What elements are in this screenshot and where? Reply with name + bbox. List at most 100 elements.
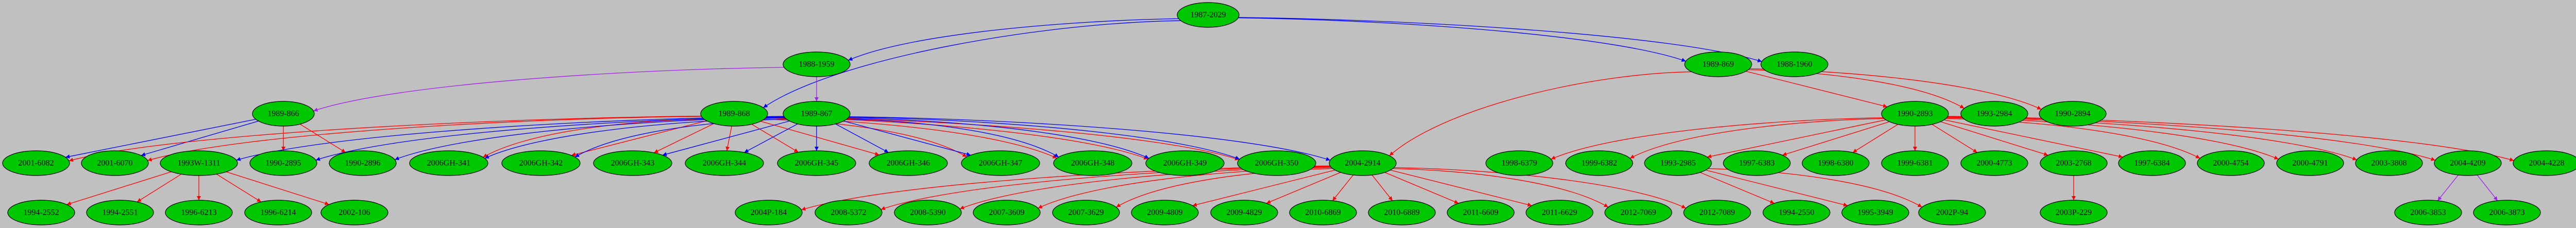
graph-node[interactable]: 2004-4228 <box>2513 150 2576 176</box>
node-ellipse <box>1053 150 1132 176</box>
node-ellipse <box>735 200 803 225</box>
graph-node[interactable]: 1989-867 <box>783 101 851 127</box>
graph-node[interactable]: 1993W-1311 <box>160 150 238 176</box>
edge-1989-868-to-2006GH-346 <box>760 121 879 156</box>
edge-1990-2893-to-2003-2768 <box>1940 121 2048 156</box>
graph-node[interactable]: 1988-1959 <box>783 51 851 77</box>
node-label: 1999-6382 <box>1581 159 1617 168</box>
graph-node[interactable]: 2006GH-342 <box>501 150 581 176</box>
graph-node[interactable]: 2006GH-349 <box>1145 150 1225 176</box>
node-label: 2006GH-345 <box>795 159 838 168</box>
graph-node[interactable]: 1996-6214 <box>244 200 312 225</box>
graph-node[interactable]: 2001-6070 <box>81 150 149 176</box>
graph-node[interactable]: 2006GH-345 <box>777 150 856 176</box>
graph-node[interactable]: 1990-2894 <box>2039 101 2107 127</box>
graph-node[interactable]: 2009-4829 <box>1210 200 1278 225</box>
graph-node[interactable]: 1994-2552 <box>7 200 75 225</box>
graph-node[interactable]: 2006GH-350 <box>1237 150 1316 176</box>
node-ellipse <box>1052 200 1120 225</box>
edge-1990-2893-to-2004-4228 <box>1947 116 2514 162</box>
graph-node[interactable]: 2000-4773 <box>1960 150 2028 176</box>
graph-node[interactable]: 2010-6869 <box>1289 200 1357 225</box>
graph-node[interactable]: 2002-106 <box>320 200 388 225</box>
graph-node[interactable]: 1999-6381 <box>1881 150 1949 176</box>
graph-node[interactable]: 2003P-229 <box>2040 200 2108 225</box>
graph-node[interactable]: 1997-6384 <box>2118 150 2186 176</box>
node-ellipse <box>1210 200 1278 225</box>
graph-node[interactable]: 2008-5390 <box>894 200 962 225</box>
graph-node[interactable]: 1994-2550 <box>1762 200 1831 225</box>
graph-node[interactable]: 1987-2029 <box>1177 2 1240 28</box>
edge-1993W-1311-to-1994-2551 <box>137 173 182 202</box>
graph-node[interactable]: 2008-5372 <box>815 200 883 225</box>
graph-node[interactable]: 2006GH-344 <box>685 150 764 176</box>
graph-node[interactable]: 2006GH-348 <box>1053 150 1132 176</box>
node-ellipse <box>501 150 581 176</box>
edge-1989-868-to-2001-6082 <box>69 115 702 162</box>
graph-node[interactable]: 1990-2896 <box>329 150 397 176</box>
graph-node[interactable]: 1993-2985 <box>1644 150 1712 176</box>
node-ellipse <box>252 101 315 127</box>
graph-node[interactable]: 2003-2768 <box>2040 150 2108 176</box>
graph-node[interactable]: 2012-7089 <box>1683 200 1751 225</box>
graph-node[interactable]: 1998-6380 <box>1802 150 1870 176</box>
node-ellipse <box>593 150 672 176</box>
edge-1989-866-to-2001-6070 <box>141 120 259 156</box>
graph-node[interactable]: 2004-2914 <box>1329 150 1397 176</box>
graph-node[interactable]: 1997-6383 <box>1723 150 1791 176</box>
node-label: 1994-2552 <box>23 208 59 217</box>
edge-1989-868-to-2006GH-342 <box>571 120 707 156</box>
graph-node[interactable]: 1999-6382 <box>1565 150 1633 176</box>
graph-node[interactable]: 2000-4791 <box>2276 150 2344 176</box>
node-ellipse <box>160 150 238 176</box>
graph-node[interactable]: 2006-3873 <box>2473 200 2541 225</box>
graph-node[interactable]: 1988-1960 <box>1760 51 1828 77</box>
graph-node[interactable]: 2006GH-341 <box>409 150 488 176</box>
graph-node[interactable]: 2011-6609 <box>1447 200 1515 225</box>
node-ellipse <box>815 200 883 225</box>
graph-node[interactable]: 2006GH-347 <box>961 150 1040 176</box>
graph-node[interactable]: 2000-4754 <box>2197 150 2265 176</box>
graph-node[interactable]: 2012-7069 <box>1604 200 1672 225</box>
node-ellipse <box>329 150 397 176</box>
edge-1989-867-to-2006GH-346 <box>835 124 889 153</box>
graph-node[interactable]: 2004-4209 <box>2434 150 2502 176</box>
graph-node[interactable]: 2011-6629 <box>1526 200 1594 225</box>
node-label: 2000-4773 <box>1976 159 2012 168</box>
graph-node[interactable]: 1993-2984 <box>1960 101 2028 127</box>
node-label: 2006GH-343 <box>611 159 654 168</box>
graph-node[interactable]: 1990-2893 <box>1881 101 1949 127</box>
node-ellipse <box>7 200 75 225</box>
graph-node[interactable]: 2009-4809 <box>1131 200 1199 225</box>
graph-node[interactable]: 2006-3853 <box>2394 200 2462 225</box>
node-ellipse <box>165 200 233 225</box>
node-label: 1988-1959 <box>799 60 834 69</box>
node-label: 2001-6082 <box>18 159 54 168</box>
node-ellipse <box>1329 150 1397 176</box>
graph-node[interactable]: 2006GH-343 <box>593 150 672 176</box>
graph-node[interactable]: 2003-3808 <box>2355 150 2423 176</box>
edge-2004-2914-to-2009-4829 <box>1266 172 1341 204</box>
graph-node[interactable]: 2002P-94 <box>1918 200 1986 225</box>
node-label: 2007-3609 <box>989 208 1024 217</box>
graph-node[interactable]: 2004P-184 <box>735 200 803 225</box>
graph-node[interactable]: 2006GH-346 <box>869 150 948 176</box>
node-ellipse <box>1684 51 1752 77</box>
graph-node[interactable]: 2001-6082 <box>2 150 70 176</box>
graph-node[interactable]: 1994-2551 <box>86 200 154 225</box>
graph-node[interactable]: 2007-3609 <box>973 200 1041 225</box>
node-ellipse <box>783 51 851 77</box>
graph-node[interactable]: 1989-869 <box>1684 51 1752 77</box>
graph-node[interactable]: 2010-6889 <box>1368 200 1436 225</box>
node-ellipse <box>2434 150 2502 176</box>
graph-node[interactable]: 1989-866 <box>252 101 315 127</box>
graph-node[interactable]: 1989-868 <box>700 101 768 127</box>
graph-node[interactable]: 1990-2895 <box>249 150 317 176</box>
graph-node[interactable]: 2007-3629 <box>1052 200 1120 225</box>
graph-node[interactable]: 1998-6379 <box>1485 150 1553 176</box>
node-label: 1989-866 <box>267 110 299 118</box>
node-label: 2006-3853 <box>2410 208 2446 217</box>
graph-node[interactable]: 1995-3949 <box>1841 200 1909 225</box>
edge-1987-2029-to-1988-1959 <box>848 18 1179 61</box>
graph-node[interactable]: 1996-6213 <box>165 200 233 225</box>
